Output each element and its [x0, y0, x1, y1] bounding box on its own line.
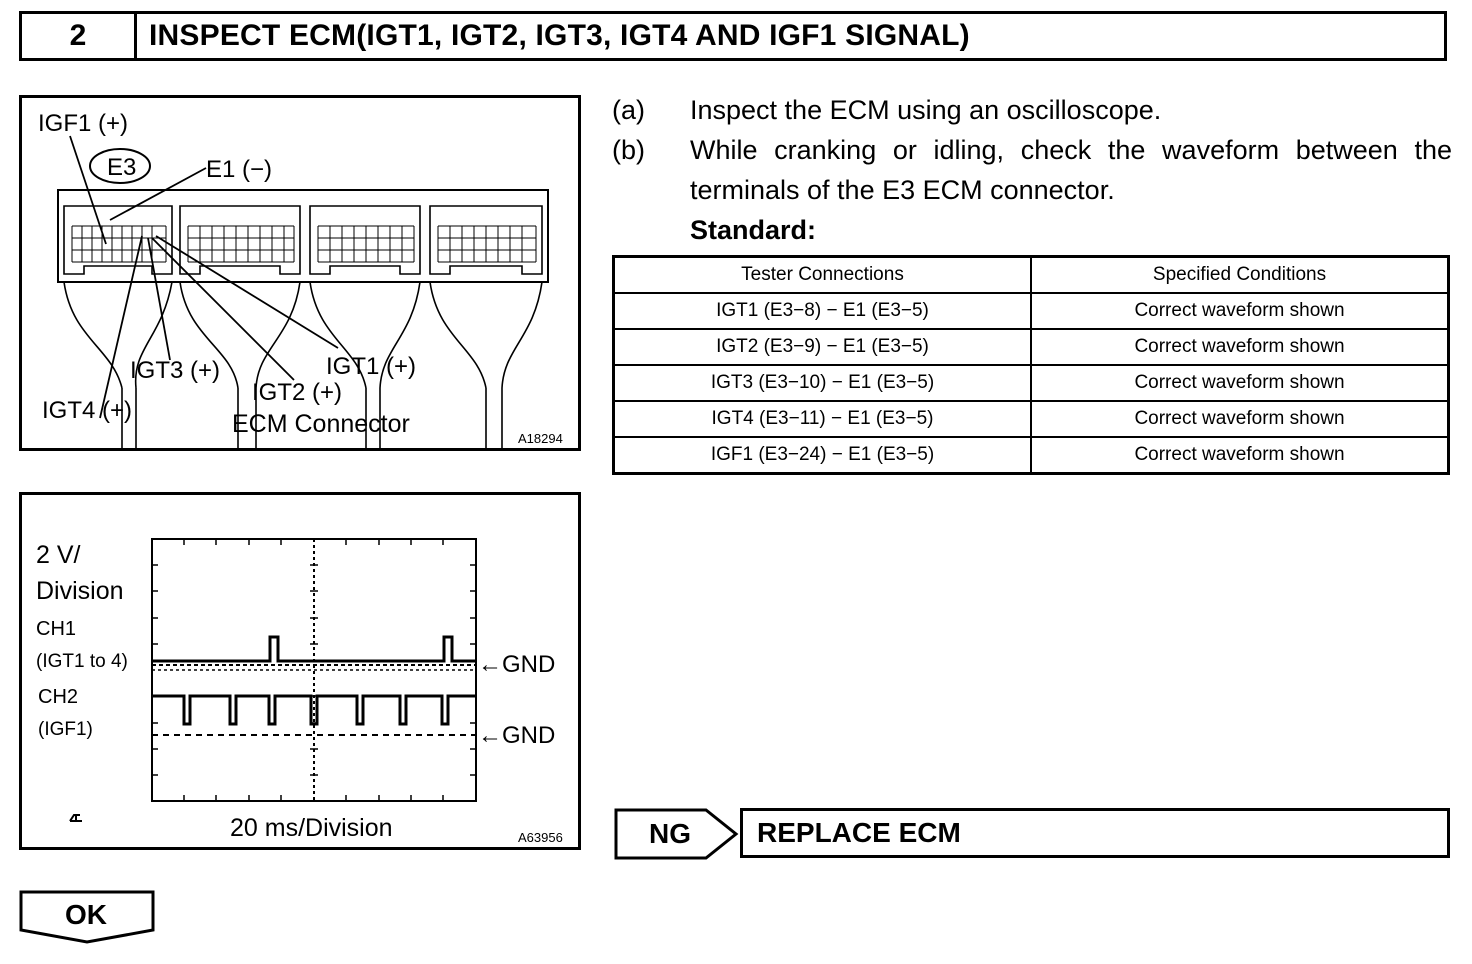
step-b-text: While cranking or idling, check the wave… [690, 135, 1452, 205]
col-specified-conditions: Specified Conditions [1030, 255, 1450, 294]
col-tester-connections: Tester Connections [612, 255, 1032, 294]
table-row: IGT1 (E3−8) − E1 (E3−5) Correct waveform… [612, 292, 1450, 330]
step-a-label: (a) [612, 95, 645, 125]
cell-condition: Correct waveform shown [1030, 436, 1450, 475]
scope-ticks [152, 539, 476, 801]
step-a-text: Inspect the ECM using an oscilloscope. [690, 95, 1162, 125]
volt-scale-2: Division [36, 577, 124, 605]
ch2-desc: (IGF1) [38, 719, 93, 740]
step-number: 2 [22, 14, 137, 58]
gnd-ch1: ←GND [478, 651, 555, 678]
ecm-connector-drawing [57, 135, 549, 448]
ng-label: NG [649, 818, 691, 849]
label-e3: E3 [107, 154, 136, 181]
spec-table: Tester Connections Specified Conditions … [612, 255, 1450, 475]
ng-arrow-icon [614, 808, 739, 860]
label-igt3: IGT3 (+) [130, 357, 220, 384]
step-b-label: (b) [612, 135, 645, 165]
label-igf1: IGF1 (+) [38, 110, 128, 137]
cell-connection: IGT4 (E3−11) − E1 (E3−5) [612, 400, 1032, 438]
ch1-desc: (IGT1 to 4) [36, 651, 128, 672]
cell-condition: Correct waveform shown [1030, 364, 1450, 402]
figure-id: A18294 [518, 431, 563, 446]
label-e1: E1 (−) [206, 156, 272, 183]
connector-labels: IGF1 (+) E3 E1 (−) IGT3 (+) IGT1 (+) IGT… [38, 110, 563, 446]
gnd-ch2: ←GND [478, 722, 555, 749]
oscilloscope-screen [69, 538, 477, 822]
table-row: IGT2 (E3−9) − E1 (E3−5) Correct waveform… [612, 328, 1450, 366]
cell-connection: IGT1 (E3−8) − E1 (E3−5) [612, 292, 1032, 330]
label-igt1: IGT1 (+) [326, 353, 416, 380]
instructions: (a) Inspect the ECM using an oscilloscop… [612, 90, 1452, 250]
note-icon [69, 814, 82, 822]
time-scale: 20 ms/Division [230, 814, 393, 842]
step-title: INSPECT ECM(IGT1, IGT2, IGT3, IGT4 AND I… [149, 19, 970, 52]
table-row: IGF1 (E3−24) − E1 (E3−5) Correct wavefor… [612, 436, 1450, 475]
table-row: IGT3 (E3−10) − E1 (E3−5) Correct wavefor… [612, 364, 1450, 402]
waveform-figure: 2 V/ Division CH1 (IGT1 to 4) CH2 (IGF1)… [19, 492, 581, 850]
connector-caption: ECM Connector [232, 410, 410, 438]
label-igt4: IGT4 (+) [42, 397, 132, 424]
step-b: (b) While cranking or idling, check the … [612, 130, 1452, 210]
standard-heading: Standard: [690, 215, 817, 245]
waveform-labels: 2 V/ Division CH1 (IGT1 to 4) CH2 (IGF1)… [36, 541, 563, 845]
cell-connection: IGT2 (E3−9) − E1 (E3−5) [612, 328, 1032, 366]
cell-connection: IGT3 (E3−10) − E1 (E3−5) [612, 364, 1032, 402]
volt-scale-1: 2 V/ [36, 541, 81, 569]
ch2-label: CH2 [38, 686, 78, 708]
step-header: 2 INSPECT ECM(IGT1, IGT2, IGT3, IGT4 AND… [19, 11, 1447, 61]
step-a: (a) Inspect the ECM using an oscilloscop… [612, 90, 1452, 130]
cell-connection: IGF1 (E3−24) − E1 (E3−5) [612, 436, 1032, 475]
ng-action: REPLACE ECM [740, 808, 1450, 858]
cell-condition: Correct waveform shown [1030, 292, 1450, 330]
ok-arrow-icon [19, 890, 155, 944]
table-row: IGT4 (E3−11) − E1 (E3−5) Correct wavefor… [612, 400, 1450, 438]
ok-label: OK [65, 899, 107, 930]
table-header-row: Tester Connections Specified Conditions [612, 255, 1450, 294]
cell-condition: Correct waveform shown [1030, 328, 1450, 366]
ecm-connector-figure: IGF1 (+) E3 E1 (−) IGT3 (+) IGT1 (+) IGT… [19, 95, 581, 451]
cell-condition: Correct waveform shown [1030, 400, 1450, 438]
ch1-label: CH1 [36, 618, 76, 640]
figure-id: A63956 [518, 830, 563, 845]
label-igt2: IGT2 (+) [252, 379, 342, 406]
